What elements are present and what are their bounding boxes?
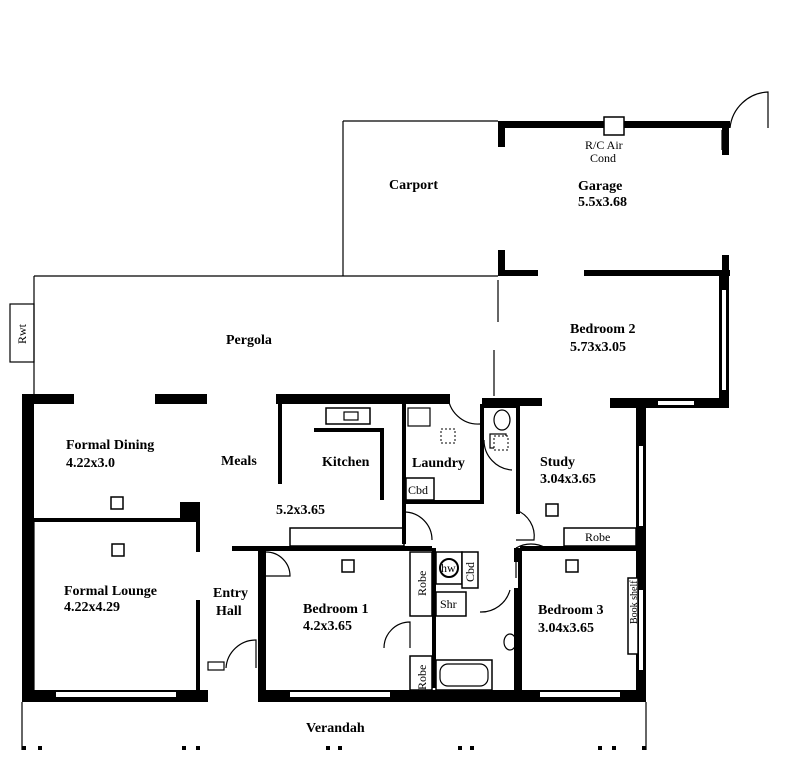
formal-dining-label: Formal Dining [66, 438, 154, 453]
interior-walls [33, 404, 639, 691]
garage-size: 5.5x3.68 [578, 195, 627, 210]
bath-robe-label: Robe [415, 665, 429, 690]
bath-cbd-label: Cbd [463, 562, 477, 582]
shower-label: Shr [440, 597, 457, 611]
kitchen-label: Kitchen [322, 455, 370, 470]
laundry-cbd-label: Cbd [408, 483, 428, 497]
hot-water-label: hw [441, 561, 456, 575]
study-size: 3.04x3.65 [540, 472, 596, 487]
carport-outline [342, 120, 498, 276]
verandah-outline [21, 702, 647, 750]
study-robe-label: Robe [585, 530, 610, 544]
study-label: Study [540, 455, 575, 470]
book-shelf-label: Book shelf [629, 580, 640, 624]
bedroom1-label: Bedroom 1 [303, 602, 368, 617]
kitchen-size: 5.2x3.65 [276, 503, 325, 518]
bedroom3-label: Bedroom 3 [538, 603, 603, 618]
rainwater-tank [9, 303, 35, 363]
bedroom1-robe-label: Robe [415, 571, 429, 596]
air-cond-label-line1: R/C Air [585, 138, 623, 152]
verandah-posts [22, 746, 646, 750]
air-cond-label-line2: Cond [590, 151, 616, 165]
carport-label: Carport [389, 178, 438, 193]
garage-door-swing [729, 91, 769, 129]
meals-label: Meals [221, 454, 257, 469]
bedroom2-walls [493, 276, 729, 408]
house-outer-walls [22, 394, 646, 702]
formal-lounge-size: 4.22x4.29 [64, 600, 120, 615]
bedroom2-label: Bedroom 2 [570, 322, 635, 337]
entry-hall-label-line2: Hall [216, 604, 242, 619]
entry-hall-label-line1: Entry [213, 586, 248, 601]
pergola-label: Pergola [226, 333, 272, 348]
garage-walls [498, 116, 730, 276]
bedroom2-size: 5.73x3.05 [570, 340, 626, 355]
garage-label: Garage [578, 179, 622, 194]
formal-lounge-label: Formal Lounge [64, 584, 157, 599]
ceiling-markers [110, 428, 579, 573]
verandah-label: Verandah [306, 721, 365, 736]
formal-dining-size: 4.22x3.0 [66, 456, 115, 471]
door-swings [207, 393, 547, 671]
laundry-label: Laundry [412, 456, 465, 471]
bedroom3-size: 3.04x3.65 [538, 621, 594, 636]
bedroom1-size: 4.2x3.65 [303, 619, 352, 634]
rwt-label: Rwt [15, 323, 29, 344]
